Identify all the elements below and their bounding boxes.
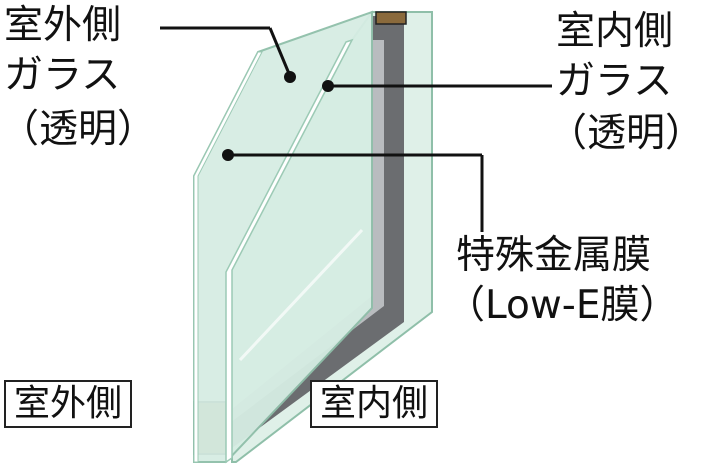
- coating-label-1: 特殊金属膜: [456, 233, 652, 278]
- inner-glass-label-3: （透明）: [548, 111, 704, 156]
- inner-glass-edge: [225, 38, 354, 464]
- leader-outer-glass-dot: [284, 71, 296, 83]
- inner-glass-label-1: 室内側: [556, 9, 674, 54]
- leader-inner-glass-dot: [322, 80, 334, 92]
- outdoor-side-label: 室外側: [4, 380, 133, 428]
- indoor-side-label: 室内側: [310, 380, 439, 428]
- outer-glass-label-2: ガラス: [4, 53, 121, 98]
- leader-outer-glass-v: [268, 27, 292, 77]
- outer-glass-edge: [193, 51, 263, 463]
- leader-coating-dot: [222, 149, 234, 161]
- outer-glass-label-1: 室外側: [4, 3, 122, 48]
- top-spacer: [375, 11, 407, 25]
- inner-glass-label-2: ガラス: [556, 59, 673, 104]
- coating-label-2: （Low-E膜）: [446, 283, 679, 328]
- spacer-frame: [220, 16, 404, 448]
- outer-glass-label-3: （透明）: [0, 107, 157, 152]
- reflection-line: [238, 228, 364, 362]
